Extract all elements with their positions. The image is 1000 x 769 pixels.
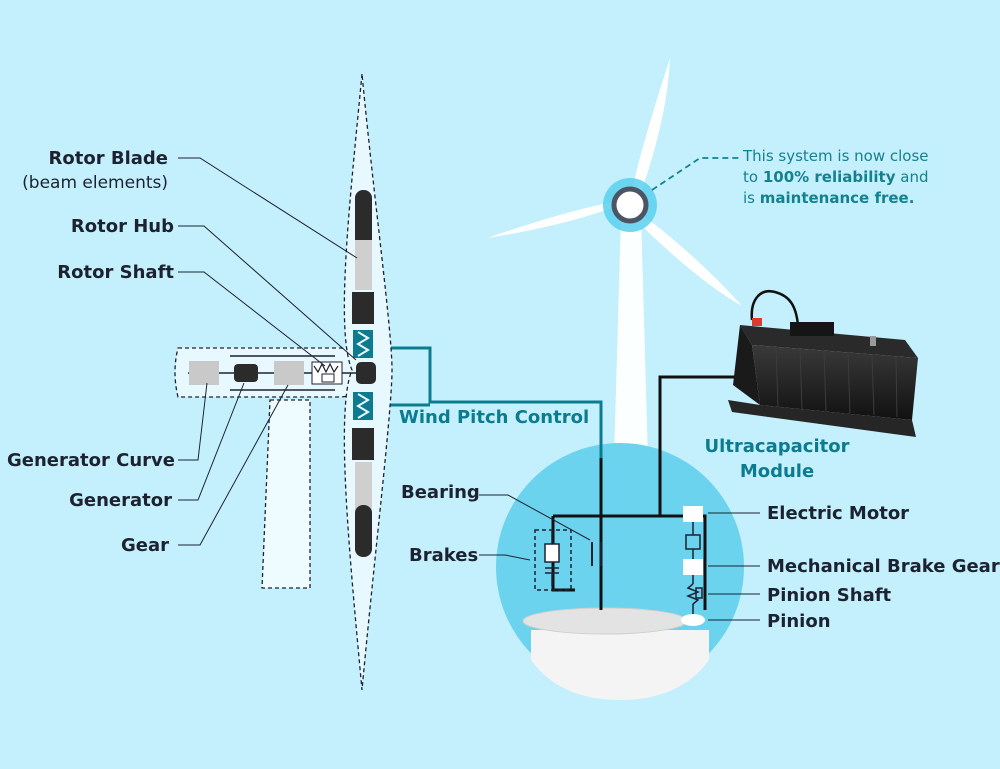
rotor-hub-label: Rotor Hub [71,216,174,237]
ultracapacitor-label-line2: Module [740,461,814,482]
rotor-blade-sub-label: (beam elements) [22,173,168,193]
ultracapacitor-label-line1: Ultracapacitor [705,436,850,457]
electric-motor-label: Electric Motor [767,503,909,524]
background-turbine [487,58,742,460]
mechanical-brake-gear-label: Mechanical Brake Gear [767,556,1000,577]
rotor-shaft-label: Rotor Shaft [57,262,174,283]
rotor-blade-label: Rotor Blade [49,148,168,169]
reliability-note: This system is now close to 100% reliabi… [743,146,929,209]
text-labels: Rotor Blade (beam elements) Rotor Hub Ro… [7,148,1000,632]
base-detail-circle [496,443,744,700]
note-reliability-bold: 100% reliability [762,168,896,186]
note-line-2-post: and [895,168,929,186]
wind-pitch-control-label: Wind Pitch Control [399,407,589,428]
pinion-label: Pinion [767,611,831,632]
generator-label: Generator [69,490,172,511]
note-line-2: to 100% reliability and [743,167,929,188]
note-maintenance-bold: maintenance free. [759,189,915,207]
brakes-label: Brakes [409,545,478,566]
note-line-3: is maintenance free. [743,188,929,209]
note-line-3-pre: is [743,189,760,207]
note-line-1: This system is now close [743,147,929,165]
schematic-turbine [174,73,393,691]
bearing-label: Bearing [401,482,480,503]
gear-label: Gear [121,535,169,556]
wind-pitch-wire [370,346,603,458]
base-leaders [479,494,760,621]
base-components [534,506,705,626]
ultracapacitor-module [728,289,918,437]
wiring [551,375,735,610]
note-line-2-pre: to [743,168,763,186]
generator-curve-label: Generator Curve [7,450,175,471]
left-leaders [178,157,358,546]
note-leader-line [651,157,740,191]
pinion-shaft-label: Pinion Shaft [767,585,892,606]
